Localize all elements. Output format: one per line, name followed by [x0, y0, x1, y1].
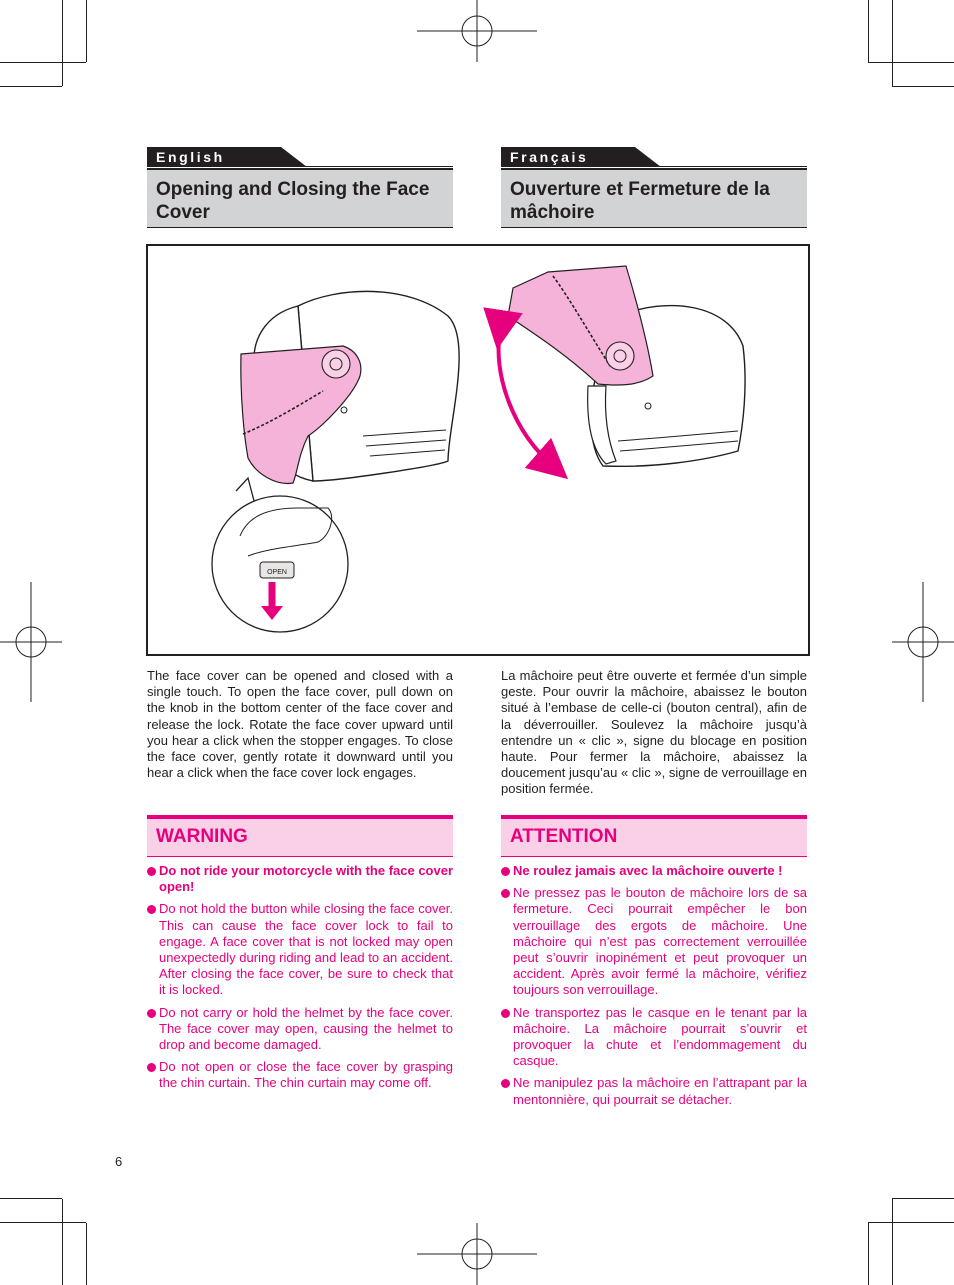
- english-body-text: The face cover can be opened and closed …: [147, 668, 453, 781]
- english-warning-title: WARNING: [156, 826, 248, 847]
- warning-text: Do not ride your motorcycle with the fac…: [159, 863, 454, 895]
- english-title-text: Opening and Closing the Face Cover: [156, 179, 430, 223]
- english-language-tab: English: [147, 147, 307, 167]
- helmet-closed-drawing: [240, 290, 460, 485]
- bullet-icon: [501, 1079, 510, 1089]
- open-button-zoom-callout: OPEN: [211, 476, 349, 633]
- bullet-icon: [147, 905, 156, 915]
- english-tab-label: English: [156, 149, 225, 165]
- list-item: Ne pressez pas le bouton de mâchoire lor…: [501, 885, 807, 998]
- open-button-label: OPEN: [267, 569, 287, 576]
- english-warning-header: WARNING: [147, 815, 453, 857]
- french-tab-label: Français: [510, 149, 589, 165]
- english-tab-rule: [147, 166, 453, 167]
- warning-text: Ne manipulez pas la mâchoire en l’attrap…: [513, 1075, 807, 1107]
- list-item: Do not open or close the face cover by g…: [147, 1059, 453, 1091]
- helmet-illustration: OPEN: [211, 265, 746, 633]
- list-item: Ne manipulez pas la mâchoire en l’attrap…: [501, 1075, 807, 1107]
- list-item: Do not hold the button while closing the…: [147, 901, 453, 998]
- french-body-text: La mâchoire peut être ouverte et fermée …: [501, 668, 807, 797]
- bullet-icon: [147, 1063, 156, 1073]
- french-section-title: Ouverture et Fermeture de la mâchoire: [501, 168, 807, 228]
- page-number: 6: [115, 1154, 123, 1169]
- bullet-icon: [501, 867, 510, 876]
- warning-text: Do not open or close the face cover by g…: [159, 1059, 453, 1091]
- helmet-illustration-frame: OPEN: [146, 244, 810, 656]
- french-warning-header: ATTENTION: [501, 815, 807, 857]
- english-warning-list: Do not ride your motorcycle with the fac…: [147, 863, 453, 1098]
- warning-text: Ne transportez pas le casque en le tenan…: [513, 1004, 807, 1069]
- french-warning-title: ATTENTION: [510, 826, 618, 847]
- warning-text: Ne pressez pas le bouton de mâchoire lor…: [513, 885, 807, 998]
- warning-text: Do not hold the button while closing the…: [159, 901, 453, 998]
- list-item: Ne transportez pas le casque en le tenan…: [501, 1005, 807, 1070]
- bullet-icon: [501, 1008, 510, 1018]
- bullet-icon: [501, 889, 510, 899]
- warning-text: Do not carry or hold the helmet by the f…: [159, 1004, 453, 1053]
- bullet-icon: [147, 867, 156, 876]
- french-language-tab: Français: [501, 147, 661, 167]
- warning-text: Ne roulez jamais avec la mâchoire ouvert…: [513, 863, 783, 878]
- list-item: Do not carry or hold the helmet by the f…: [147, 1005, 453, 1054]
- bullet-icon: [147, 1008, 156, 1018]
- french-title-text: Ouverture et Fermeture de la mâchoire: [510, 179, 770, 223]
- english-section-title: Opening and Closing the Face Cover: [147, 168, 453, 228]
- french-tab-rule: [501, 166, 807, 167]
- helmet-open-drawing: [483, 265, 746, 480]
- list-item: Ne roulez jamais avec la mâchoire ouvert…: [501, 863, 807, 879]
- list-item: Do not ride your motorcycle with the fac…: [147, 863, 453, 895]
- french-warning-list: Ne roulez jamais avec la mâchoire ouvert…: [501, 863, 807, 1114]
